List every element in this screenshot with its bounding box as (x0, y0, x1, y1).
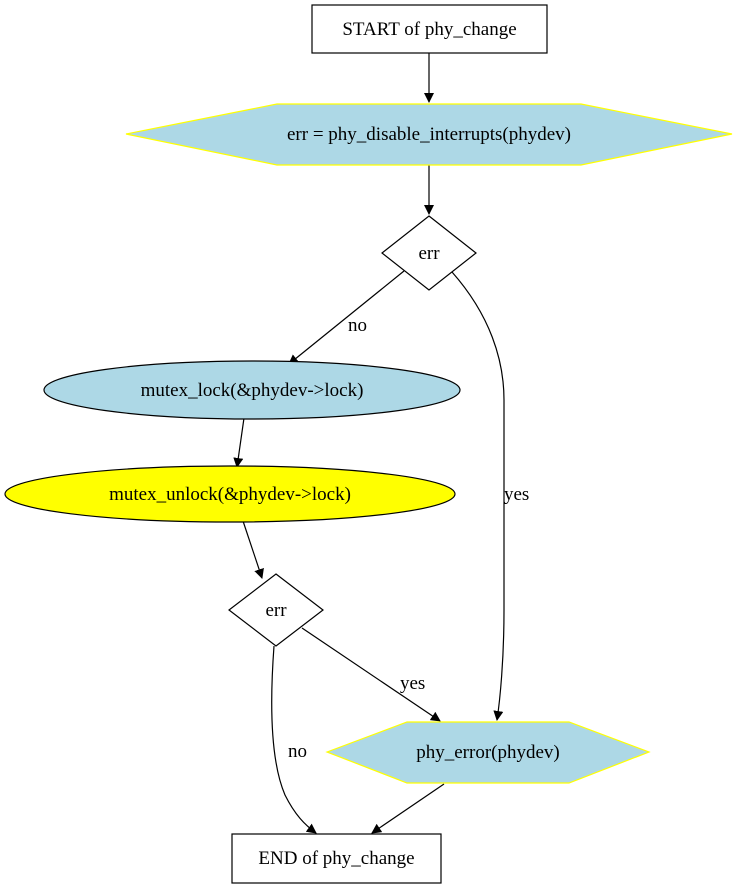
disable-interrupts-hexagon (125, 103, 733, 166)
phy-error-hexagon (325, 721, 651, 784)
edge-err2-yes (301, 627, 441, 722)
node-start: START of phy_change (311, 4, 548, 54)
mutex-lock-ellipse (43, 360, 461, 420)
disable-interrupts-label: err = phy_disable_interrupts(phydev) (287, 124, 571, 145)
edge-label-err1-yes: yes (504, 484, 529, 505)
edge-unlock-to-err2 (242, 520, 264, 579)
edge-error-to-end (371, 783, 445, 834)
node-mutex-lock: mutex_lock(&phydev->lock) (43, 360, 461, 420)
node-disable-interrupts: err = phy_disable_interrupts(phydev) (125, 103, 733, 166)
edges (233, 53, 505, 834)
err-check-1-diamond (381, 215, 477, 291)
mutex-unlock-label: mutex_unlock(&phydev->lock) (109, 484, 351, 505)
err-check-1-label: err (418, 243, 440, 264)
end-label: END of phy_change (258, 848, 414, 869)
edge-label-err2-yes: yes (400, 673, 425, 694)
node-err-check-2: err (228, 573, 324, 647)
err-check-2-diamond (228, 573, 324, 647)
mutex-lock-label: mutex_lock(&phydev->lock) (141, 380, 364, 401)
node-phy-error: phy_error(phydev) (325, 721, 651, 784)
phy-error-label: phy_error(phydev) (416, 742, 560, 763)
edge-err2-no (271, 645, 317, 834)
node-err-check-1: err (381, 215, 477, 291)
start-label: START of phy_change (342, 19, 516, 40)
node-end: END of phy_change (231, 833, 442, 884)
node-mutex-unlock: mutex_unlock(&phydev->lock) (4, 465, 456, 523)
edge-err1-yes (451, 271, 505, 721)
mutex-unlock-ellipse (4, 465, 456, 523)
edge-lock-to-unlock (233, 417, 245, 468)
edge-label-err2-no: no (288, 741, 307, 762)
edge-err1-no (288, 270, 405, 365)
err-check-2-label: err (265, 600, 287, 621)
start-box (311, 4, 548, 54)
end-box (231, 833, 442, 884)
edge-label-err1-no: no (348, 315, 367, 336)
